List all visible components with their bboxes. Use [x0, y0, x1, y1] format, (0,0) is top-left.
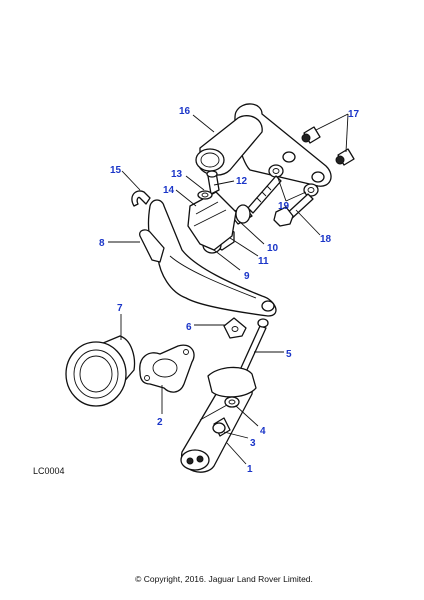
pivot-bolt-part: [247, 175, 282, 214]
callout-3: 3: [250, 438, 256, 449]
release-bearing-part: [65, 335, 136, 407]
pivot-bracket-part: [195, 103, 332, 187]
callout-13: 13: [171, 169, 183, 180]
callout-15: 15: [110, 165, 122, 176]
callout-1: 1: [247, 464, 253, 475]
callout-labels: 1 2 3 4 5 6 7 8 9 10 11 12 13 14 15 16 1…: [99, 106, 360, 475]
callout-14: 14: [163, 185, 175, 196]
callout-4: 4: [260, 426, 266, 437]
small-clip-part: [223, 317, 247, 339]
callout-18: 18: [320, 234, 332, 245]
bolt-part-18: [273, 193, 314, 227]
callout-7: 7: [117, 303, 123, 314]
callout-5: 5: [286, 349, 292, 360]
small-bolt-part: [206, 170, 220, 195]
callout-17: 17: [348, 109, 360, 120]
callout-10: 10: [267, 243, 279, 254]
callout-2: 2: [157, 417, 163, 428]
gasket-part: [139, 344, 195, 393]
bracket-part: [187, 191, 237, 251]
leader-lines: [108, 113, 349, 465]
bleed-screw-part: [224, 396, 240, 408]
callout-9: 9: [244, 271, 250, 282]
small-washer-part: [197, 190, 213, 200]
release-lever-part: [139, 199, 277, 317]
callout-12: 12: [236, 176, 248, 187]
retaining-clip-part: [131, 190, 151, 207]
push-rod-part: [239, 318, 269, 373]
diagram-reference-code: LC0004: [33, 466, 65, 476]
cylinder-bolt-part: [212, 417, 231, 437]
bushes-part: [301, 126, 355, 166]
callout-8: 8: [99, 238, 105, 249]
callout-19: 19: [278, 201, 290, 212]
callout-6: 6: [186, 322, 192, 333]
callout-11: 11: [258, 256, 269, 267]
copyright-notice: © Copyright, 2016. Jaguar Land Rover Lim…: [135, 574, 313, 584]
slave-cylinder-part: [180, 366, 257, 473]
callout-16: 16: [179, 106, 191, 117]
